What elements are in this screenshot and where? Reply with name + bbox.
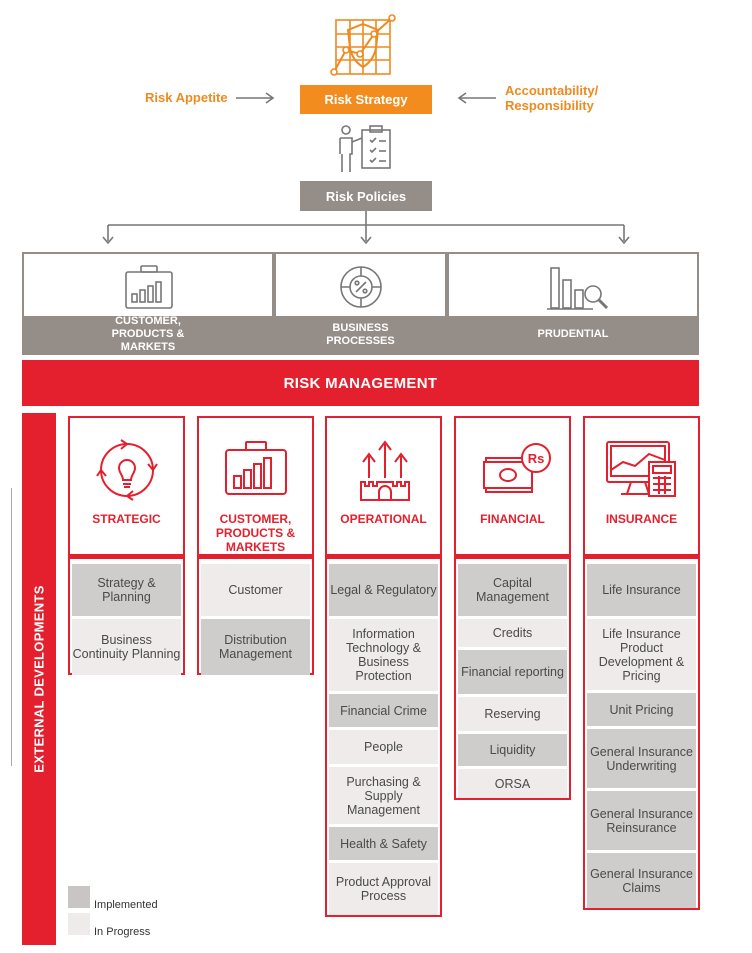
risk-item: Purchasing & Supply Management <box>329 767 438 824</box>
column-operational: OPERATIONAL Legal & Regulatory Informati… <box>325 416 442 917</box>
column-strategic: STRATEGIC Strategy & Planning Business C… <box>68 416 185 675</box>
column-insurance: INSURANCE Life Insurance Life Insurance … <box>583 416 700 910</box>
risk-appetite-label: Risk Appetite <box>145 90 228 105</box>
side-divider <box>11 488 12 766</box>
presentation-checklist-icon <box>339 125 391 172</box>
svg-text:Rs: Rs <box>528 451 545 466</box>
external-developments-bar: EXTERNAL DEVELOPMENTS <box>22 413 56 945</box>
risk-item: Strategy & Planning <box>72 564 181 616</box>
castle-arrows-icon <box>360 440 410 501</box>
arrow-left-icon <box>457 92 496 104</box>
risk-item: Legal & Regulatory <box>329 564 438 616</box>
risk-strategy-box: Risk Strategy <box>300 85 432 114</box>
column-title: INSURANCE <box>605 512 678 526</box>
risk-item: Information Technology & Business Protec… <box>329 619 438 691</box>
column-title: FINANCIAL <box>480 512 545 526</box>
briefcase-chart-icon <box>225 441 287 495</box>
arrow-right-icon <box>236 92 275 104</box>
risk-item: Reserving <box>458 697 567 731</box>
category-label: PRUDENTIAL <box>449 316 697 353</box>
column-financial: Rs FINANCIAL Capital Management Credits … <box>454 416 571 800</box>
accountability-label: Accountability/ Responsibility <box>505 83 599 113</box>
risk-item: Credits <box>458 619 567 647</box>
bar-chart-magnifier-icon <box>547 267 609 310</box>
monitor-calculator-icon <box>606 441 676 497</box>
risk-item: Customer <box>201 564 310 616</box>
risk-item: People <box>329 730 438 764</box>
risk-item: Financial Crime <box>329 694 438 727</box>
risk-item: Business Continuity Planning <box>72 619 181 675</box>
legend-in-progress-label: In Progress <box>94 926 151 938</box>
risk-item: Financial reporting <box>458 650 567 694</box>
strategy-chart-icon <box>330 14 396 76</box>
category-prudential: PRUDENTIAL <box>447 252 699 355</box>
legend-in-progress-swatch <box>68 913 90 935</box>
external-developments-label: EXTERNAL DEVELOPMENTS <box>31 585 47 773</box>
risk-item: Product Approval Process <box>329 863 438 915</box>
column-customer-products-markets: CUSTOMER, PRODUCTS & MARKETS Customer Di… <box>197 416 314 675</box>
risk-item: Liquidity <box>458 734 567 766</box>
category-business-processes: BUSINESS PROCESSES <box>274 252 447 355</box>
legend-implemented-label: Implemented <box>94 899 158 911</box>
category-label: BUSINESS PROCESSES <box>276 316 445 353</box>
lightbulb-cycle-icon <box>96 439 158 501</box>
briefcase-chart-icon <box>125 265 173 309</box>
risk-item: Unit Pricing <box>587 693 696 726</box>
category-customer-products-markets: CUSTOMER, PRODUCTS & MARKETS <box>22 252 274 355</box>
risk-item: General Insurance Reinsurance <box>587 791 696 850</box>
risk-item: Health & Safety <box>329 827 438 860</box>
rupee-cash-icon: Rs <box>483 443 551 493</box>
tree-connector <box>102 211 630 245</box>
risk-item: Distribution Management <box>201 619 310 675</box>
column-title: OPERATIONAL <box>340 512 427 526</box>
risk-item: ORSA <box>458 769 567 798</box>
risk-item: Capital Management <box>458 564 567 616</box>
column-title: STRATEGIC <box>92 512 161 526</box>
risk-management-bar: RISK MANAGEMENT <box>22 360 699 406</box>
legend-implemented-swatch <box>68 886 90 908</box>
column-title: CUSTOMER, PRODUCTS & MARKETS <box>215 512 296 554</box>
risk-item: General Insurance Underwriting <box>587 729 696 788</box>
category-label: CUSTOMER, PRODUCTS & MARKETS <box>24 315 272 353</box>
risk-item: Life Insurance Product Development & Pri… <box>587 619 696 690</box>
risk-policies-box: Risk Policies <box>300 181 432 211</box>
risk-item: General Insurance Claims <box>587 853 696 908</box>
risk-item: Life Insurance <box>587 564 696 616</box>
gear-percent-icon <box>340 266 382 308</box>
